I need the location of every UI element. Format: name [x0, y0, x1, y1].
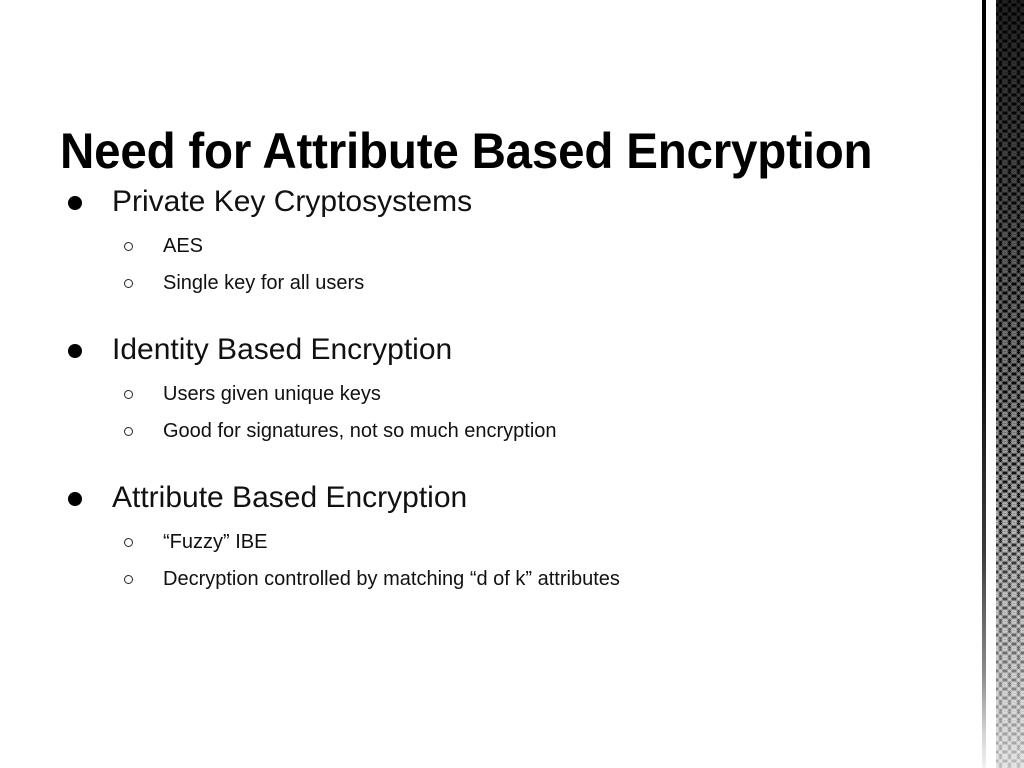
bullet-level2: Good for signatures, not so much encrypt… [0, 413, 940, 450]
bullet-level2: “Fuzzy” IBE [0, 524, 940, 561]
bullet-level2-label: Users given unique keys [163, 383, 381, 405]
sub-bullet-container: “Fuzzy” IBE Decryption controlled by mat… [0, 520, 940, 598]
bullet-group: Identity Based Encryption Users given un… [0, 330, 940, 450]
band-white-gap [986, 0, 996, 768]
disc-bullet-icon [68, 344, 82, 358]
bullet-level1: Private Key Cryptosystems [0, 182, 940, 222]
bullet-level2-label: Decryption controlled by matching “d of … [163, 568, 620, 590]
circle-bullet-icon [124, 242, 133, 251]
group-spacer [0, 460, 940, 478]
bullet-list: Private Key Cryptosystems AES Single key… [0, 182, 940, 608]
disc-bullet-icon [68, 492, 82, 506]
bullet-level1-label: Private Key Cryptosystems [112, 185, 473, 218]
bullet-level2: Decryption controlled by matching “d of … [0, 561, 940, 598]
bullet-group: Private Key Cryptosystems AES Single key… [0, 182, 940, 302]
bullet-level2-label: AES [163, 235, 204, 257]
decorative-right-band [978, 0, 1024, 768]
bullet-level1: Identity Based Encryption [0, 330, 940, 370]
bullet-level2-label: Single key for all users [163, 272, 365, 294]
bullet-level2: AES [0, 228, 940, 265]
band-diamond-texture [996, 0, 1024, 768]
bullet-level1: Attribute Based Encryption [0, 478, 940, 518]
bullet-level1-label: Identity Based Encryption [112, 333, 453, 366]
circle-bullet-icon [124, 279, 133, 288]
band-gradient-overlay [996, 0, 1024, 768]
disc-bullet-icon [68, 196, 82, 210]
bullet-level2-label: Good for signatures, not so much encrypt… [163, 420, 557, 442]
circle-bullet-icon [124, 575, 133, 584]
sub-bullet-container: AES Single key for all users [0, 224, 940, 302]
bullet-level2: Single key for all users [0, 265, 940, 302]
band-vertical-rule [982, 0, 986, 768]
circle-bullet-icon [124, 427, 133, 436]
bullet-group: Attribute Based Encryption “Fuzzy” IBE D… [0, 478, 940, 598]
sub-bullet-container: Users given unique keys Good for signatu… [0, 372, 940, 450]
circle-bullet-icon [124, 390, 133, 399]
page-title: Need for Attribute Based Encryption [60, 122, 873, 179]
bullet-level1-label: Attribute Based Encryption [112, 481, 468, 514]
circle-bullet-icon [124, 538, 133, 547]
bullet-level2-label: “Fuzzy” IBE [163, 531, 268, 553]
bullet-level2: Users given unique keys [0, 376, 940, 413]
group-spacer [0, 312, 940, 330]
